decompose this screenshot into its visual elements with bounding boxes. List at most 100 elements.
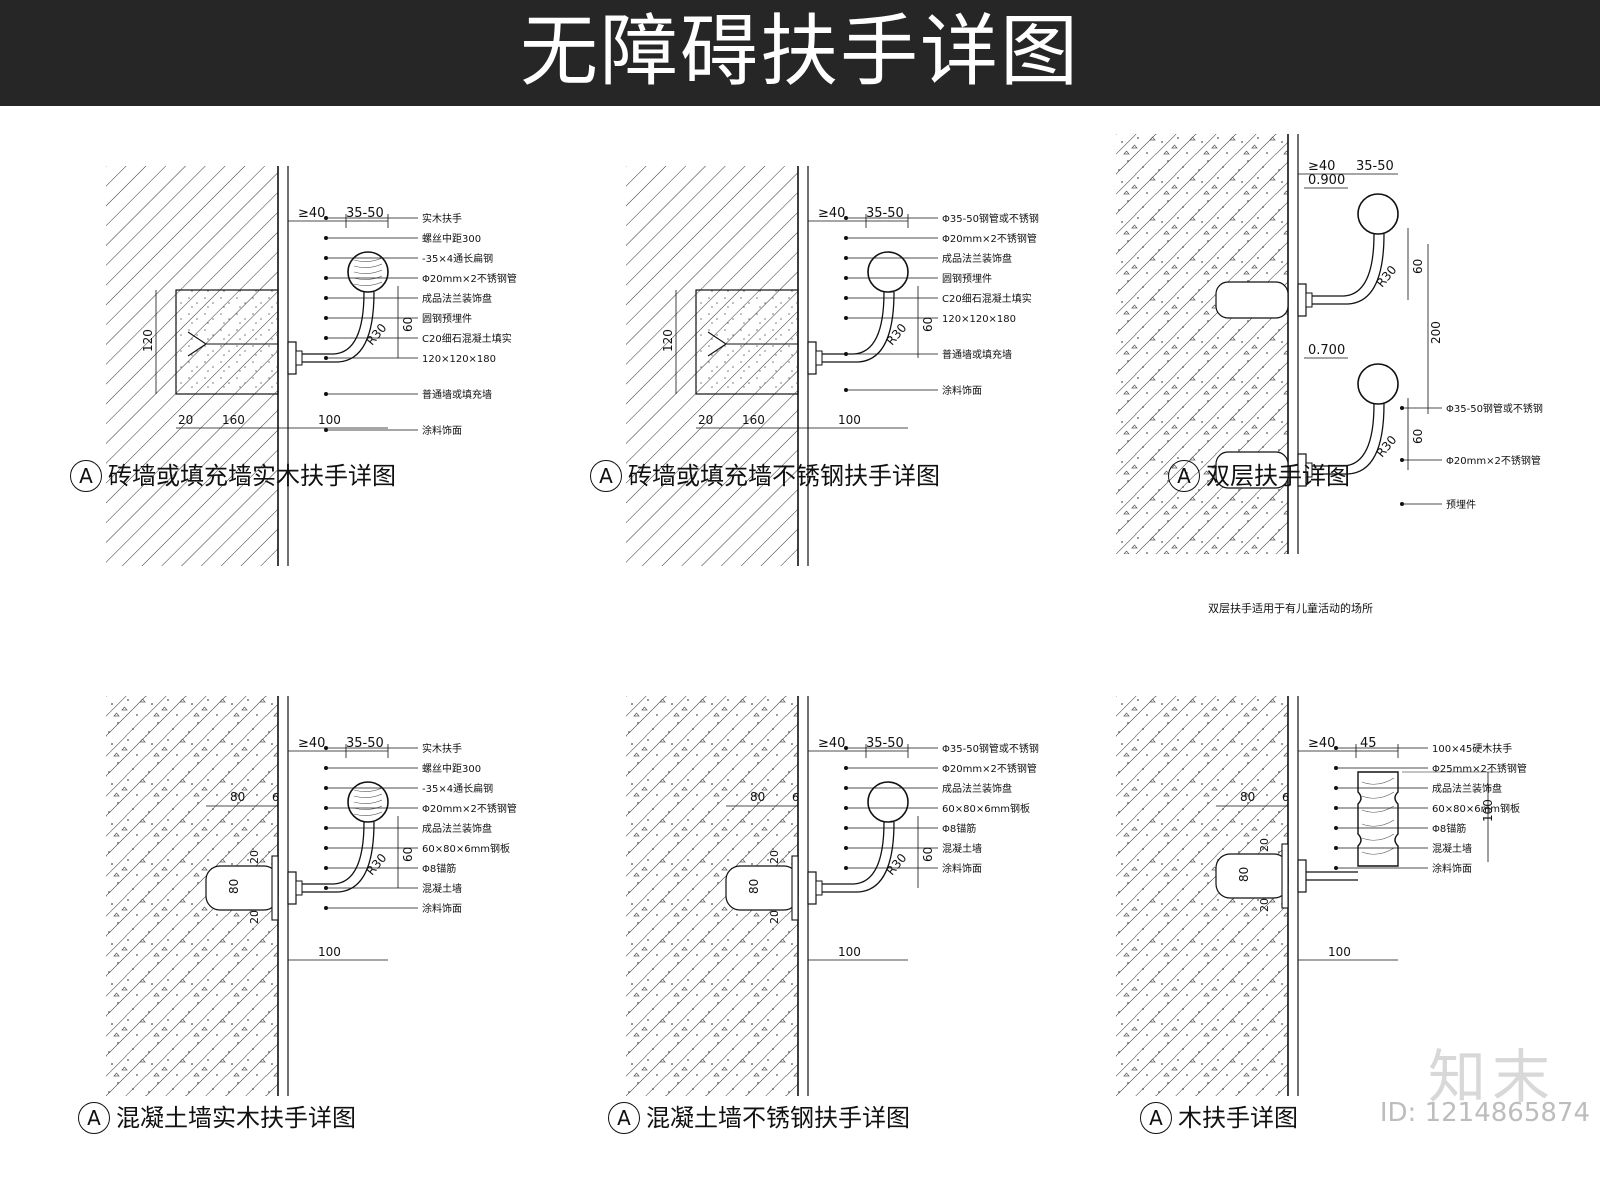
dimension-height: 20 [248,850,261,864]
wood-grain [1361,847,1395,855]
leader-dot [1334,766,1338,770]
section-marker: A [70,460,102,492]
brand-watermark: 知末 [1427,1043,1556,1111]
wood-grain [353,805,383,810]
callout-label: Φ35-50钢管或不锈钢 [942,742,1039,755]
dimension-width: 6 [272,791,279,804]
flange-collar [1305,292,1313,308]
dimension-width: 160 [742,413,765,427]
wood-grain [353,281,383,286]
callout-label: 混凝土墙 [422,882,462,895]
dimension-gap: ≥40 [1308,159,1335,174]
callout-label: 混凝土墙 [942,842,982,855]
leader-dot [1334,866,1338,870]
elevation-label: 0.900 [1308,173,1345,188]
radius-label: R30 [364,321,390,348]
dimension-range: 35-50 [866,736,904,751]
wood-grain [353,275,383,280]
flange-collar [815,350,823,366]
wood-grain [353,269,383,274]
wood-grain [1361,791,1395,799]
dimension-height: 60 [921,317,935,332]
brand-id: ID: 1214865874 [1379,1098,1590,1128]
wood-handrail-round [347,781,389,823]
leader-dot [844,826,848,830]
leader-dot [324,216,328,220]
wood-grain [353,263,383,268]
callout-label: 成品法兰装饰盘 [1432,782,1502,795]
pipe-lower-edge [1312,403,1385,475]
leader-dot [1334,806,1338,810]
leader-dot [1400,502,1404,506]
leader-dot [844,296,848,300]
wood-grain [1361,819,1395,827]
callout-label: Φ25mm×2不锈钢管 [1432,762,1527,775]
wood-grain [353,793,383,798]
dimension-width: 20 [698,413,713,427]
caption-text: 砖墙或填充墙不锈钢扶手详图 [628,462,940,490]
callout-label: 涂料饰面 [942,384,982,397]
dimension-gap: ≥40 [1308,736,1335,751]
dimension-height: 20 [768,850,781,864]
dimension-width: 100 [838,945,861,959]
embedded-anchor [1215,451,1289,489]
leader-dot [1334,826,1338,830]
dimension-height: 100 [1481,799,1495,822]
dimension-width: 100 [318,945,341,959]
callout-label: C20细石混凝土填实 [422,332,512,345]
steel-handrail-round [1357,193,1399,235]
pipe-upper-edge [822,821,885,885]
callout-label: 成品法兰装饰盘 [942,252,1012,265]
dimension-width: 80 [750,790,765,804]
leader-dot [844,276,848,280]
callout-label: 涂料饰面 [1432,862,1472,875]
flange-plate [807,871,817,905]
callout-label: 涂料饰面 [942,862,982,875]
embedded-anchor [187,331,278,357]
leader-dot [844,806,848,810]
pipe-lower-edge [822,821,895,893]
pipe-upper-edge [302,291,365,355]
flange-collar [1305,462,1313,478]
caption-text: 木扶手详图 [1178,1104,1298,1132]
dimension-height: 120 [141,329,155,352]
callout-label: -35×4通长扁钢 [422,782,493,795]
callout-label: Φ8锚筋 [942,822,976,835]
dimension-height: 20 [1258,838,1271,852]
callout-label: Φ20mm×2不锈钢管 [942,232,1037,245]
radius-label: R30 [1374,433,1400,460]
pipe-lower-edge [302,291,375,363]
callout-label: 普通墙或填充墙 [942,348,1012,361]
wood-grain [353,799,383,804]
dimension-height: 60 [401,317,415,332]
dimension-width: 45 [1360,736,1377,751]
title-bar: 无障碍扶手详图 [0,0,1600,106]
section-marker: A [608,1102,640,1134]
dimension-height: 80 [227,879,241,894]
callout-label: 60×80×6mm钢板 [1432,802,1520,815]
page-title: 无障碍扶手详图 [519,7,1080,97]
callout-label: 螺丝中距300 [422,762,481,775]
leader-dot [1400,406,1404,410]
callout-label: Φ35-50钢管或不锈钢 [942,212,1039,225]
dimension-gap: ≥40 [298,736,325,751]
leader-dot [1334,786,1338,790]
dimension-width: 100 [838,413,861,427]
dimension-height: 200 [1429,321,1443,344]
dimension-height: 20 [248,910,261,924]
anchor-bar [205,865,279,911]
leader-dot [844,786,848,790]
callout-label: C20细石混凝土填实 [942,292,1032,305]
radius-label: R30 [884,321,910,348]
callout-label: 圆钢预埋件 [422,312,472,325]
wood-grain [1361,805,1395,813]
pipe-lower-edge [302,821,375,893]
